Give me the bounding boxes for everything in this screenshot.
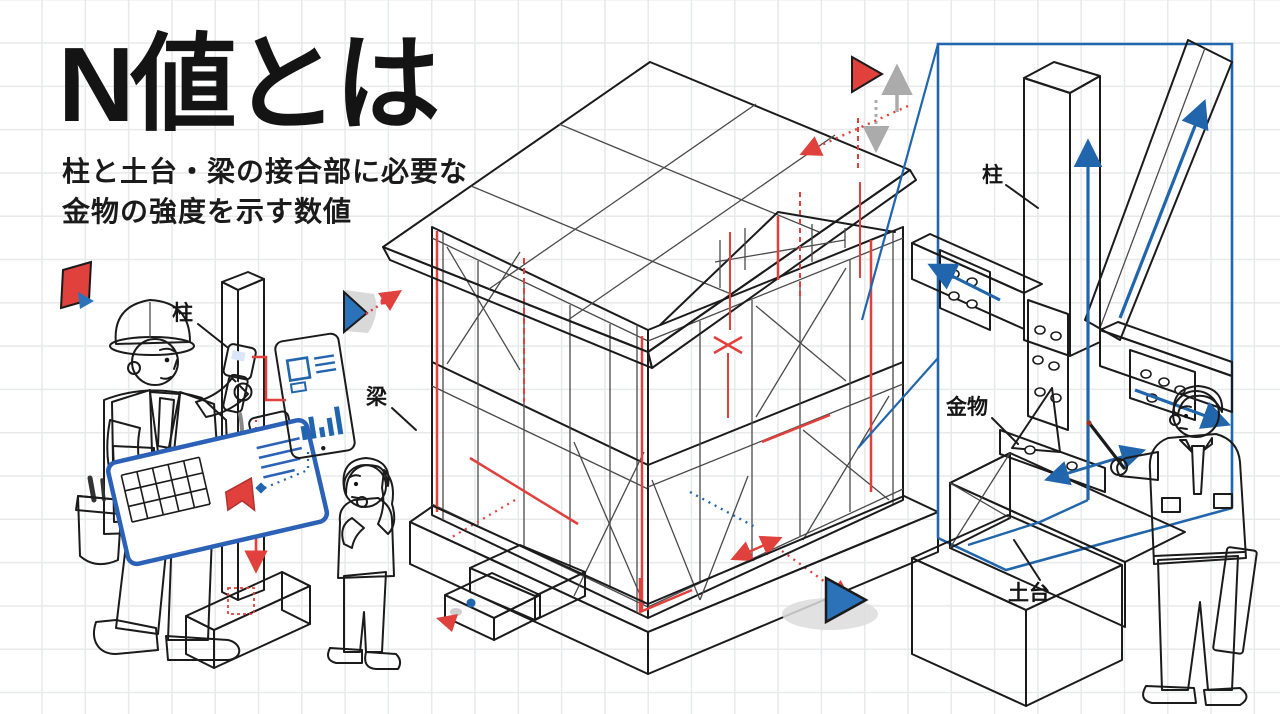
right-beam <box>1099 321 1233 413</box>
label-sill: 土台 <box>1008 581 1050 605</box>
data-node <box>255 482 267 494</box>
tablet <box>274 332 356 459</box>
detail-sill <box>949 452 1186 628</box>
subtitle-line-1: 柱と土台・梁の接合部に必要な <box>62 156 469 187</box>
tablet-bar-chart-icon <box>300 406 344 441</box>
blue-triangle-icon <box>824 575 869 625</box>
foundation <box>409 495 939 675</box>
tablet-chart-square-icon <box>285 356 312 383</box>
label-pillar-left: 柱 <box>172 301 193 325</box>
left-scene <box>59 260 402 669</box>
woman-figure <box>327 457 402 670</box>
detail-view <box>911 39 1258 707</box>
worker-figure <box>75 299 330 661</box>
red-triangle-left-icon <box>436 614 458 632</box>
blue-dot-icon <box>466 598 476 608</box>
force-arrows <box>927 99 1232 547</box>
detail-column <box>1023 61 1101 357</box>
pillar-detail-leader <box>1005 184 1039 209</box>
right-wall <box>638 226 904 619</box>
red-flag-icon <box>59 260 94 310</box>
page-title: N値とは <box>58 26 441 144</box>
red-triangle-icon <box>851 55 884 94</box>
beam-label-leader <box>391 407 417 431</box>
measuring-device <box>222 343 257 414</box>
subtitle-line-2: 金物の強度を示す数値 <box>62 196 353 227</box>
sensor-cone-icon <box>343 289 402 335</box>
house-frame <box>382 55 939 675</box>
hardware-plates <box>939 249 1196 493</box>
concrete-foundation <box>911 514 1123 707</box>
joint-highlight-box <box>227 587 255 615</box>
left-wall <box>431 226 649 619</box>
sill-beam-left <box>185 571 311 669</box>
detail-box-border <box>936 42 1234 572</box>
inspector-clipboard <box>1212 546 1258 655</box>
callout-lines <box>857 43 940 449</box>
roof-frame <box>382 61 917 418</box>
pillar-label-leader <box>197 323 228 348</box>
diagonal-brace <box>1084 39 1233 341</box>
direction-marks-top <box>799 55 913 156</box>
label-beam: 梁 <box>365 386 388 409</box>
grey-dot-icon <box>450 608 462 616</box>
inspector-figure <box>1110 385 1258 706</box>
label-pillar-detail: 柱 <box>982 163 1003 187</box>
label-hardware: 金物 <box>945 395 988 419</box>
red-cross-mark <box>713 335 743 355</box>
device-tablet-link <box>252 355 286 402</box>
pointer-stick <box>1088 422 1126 470</box>
clipboard <box>106 410 330 567</box>
direction-marks-bottom <box>436 575 878 632</box>
sill-leader <box>1013 539 1041 581</box>
hardware-leader <box>991 417 1019 445</box>
